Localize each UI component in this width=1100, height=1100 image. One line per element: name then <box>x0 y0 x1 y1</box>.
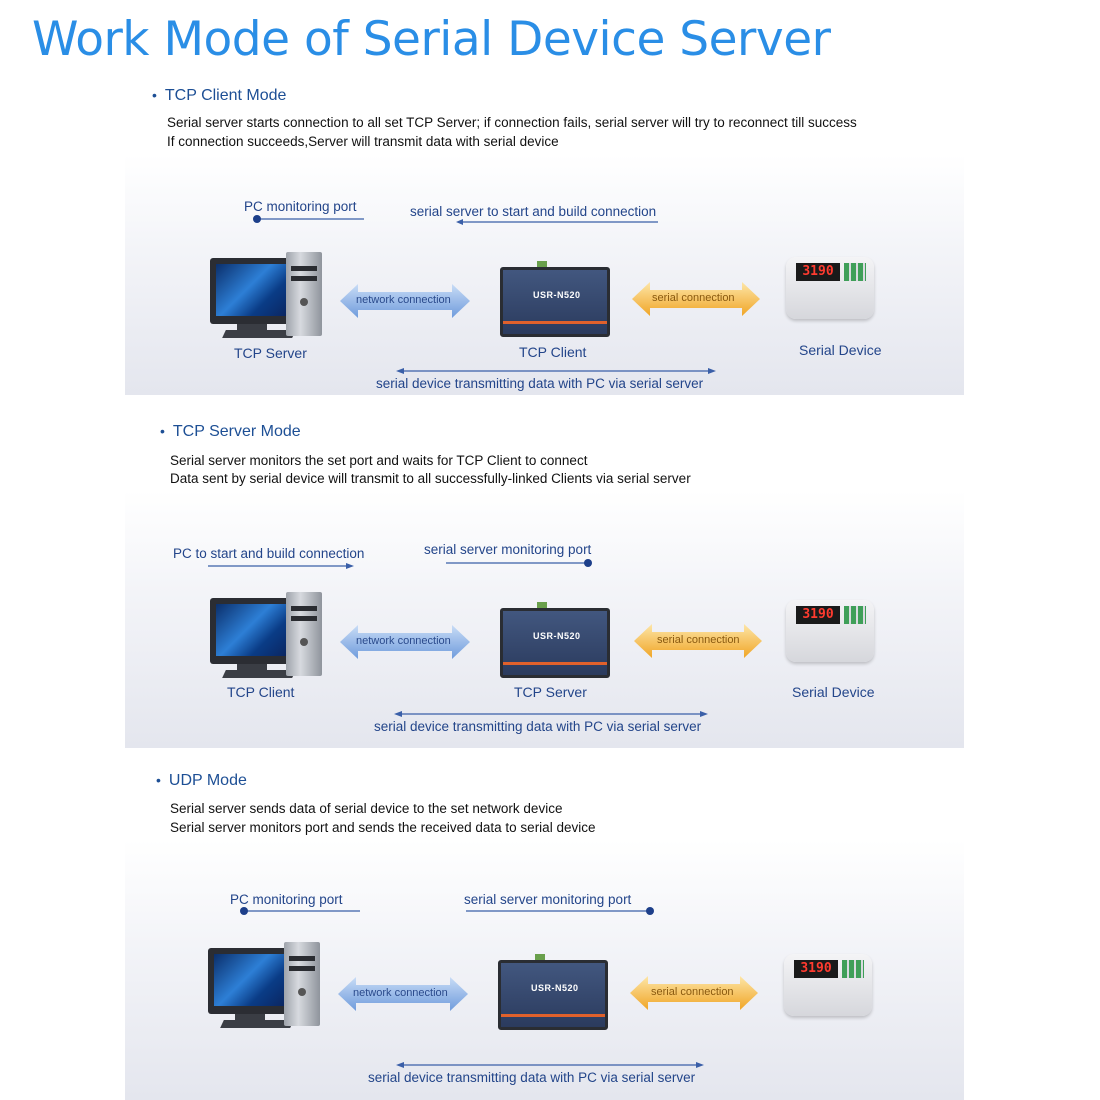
usr-n520-device-icon: USR-N520 <box>500 261 610 337</box>
section-description-line: Serial server monitors the set port and … <box>170 453 588 468</box>
weighing-scale-icon: 3190 <box>784 954 872 1016</box>
bottom-note: serial device transmitting data with PC … <box>376 376 704 391</box>
network-connection-arrow <box>340 284 470 318</box>
bottom-note: serial device transmitting data with PC … <box>374 719 702 734</box>
left-note: PC monitoring port <box>230 892 343 907</box>
serial-connection-arrow <box>632 282 760 316</box>
serial-connection-label: serial connection <box>651 986 734 998</box>
section-description-line: Data sent by serial device will transmit… <box>170 471 691 486</box>
section-heading: •TCP Server Mode <box>160 423 301 440</box>
server-label: TCP Server <box>514 684 587 700</box>
weighing-scale-icon: 3190 <box>786 257 874 319</box>
bullet-icon: • <box>152 87 157 103</box>
section-description-line: Serial server monitors port and sends th… <box>170 820 596 835</box>
page-title: Work Mode of Serial Device Server <box>32 12 831 67</box>
weighing-scale-icon: 3190 <box>786 600 874 662</box>
device-label: Serial Device <box>799 342 882 358</box>
device-label: Serial Device <box>792 684 875 700</box>
serial-connection-label: serial connection <box>657 634 740 646</box>
right-note: serial server monitoring port <box>464 892 632 907</box>
serial-connection-arrow <box>630 976 758 1010</box>
section-description-line: Serial server starts connection to all s… <box>167 115 857 130</box>
left-note: PC to start and build connection <box>173 546 365 561</box>
network-connection-label: network connection <box>356 635 451 647</box>
bullet-icon: • <box>156 772 161 788</box>
desktop-computer-icon <box>210 248 325 340</box>
section-description-line: If connection succeeds,Server will trans… <box>167 134 559 149</box>
serial-connection-arrow <box>634 624 762 658</box>
right-note: serial server monitoring port <box>424 542 592 557</box>
server-label: TCP Client <box>519 344 587 360</box>
pc-label: TCP Server <box>234 345 307 361</box>
section-description-line: Serial server sends data of serial devic… <box>170 801 563 816</box>
bottom-note: serial device transmitting data with PC … <box>368 1070 696 1085</box>
network-connection-label: network connection <box>356 294 451 306</box>
usr-n520-device-icon: USR-N520 <box>500 602 610 678</box>
section-heading: •UDP Mode <box>156 772 247 789</box>
usr-n520-device-icon: USR-N520 <box>498 954 608 1030</box>
desktop-computer-icon <box>210 588 325 680</box>
network-connection-label: network connection <box>353 987 448 999</box>
section-heading: •TCP Client Mode <box>152 87 287 104</box>
network-connection-arrow <box>340 625 470 659</box>
pc-label: TCP Client <box>227 684 295 700</box>
network-connection-arrow <box>338 977 468 1011</box>
left-note: PC monitoring port <box>244 199 357 214</box>
serial-connection-label: serial connection <box>652 292 735 304</box>
bullet-icon: • <box>160 423 165 439</box>
right-note: serial server to start and build connect… <box>410 204 657 219</box>
desktop-computer-icon <box>208 938 323 1030</box>
